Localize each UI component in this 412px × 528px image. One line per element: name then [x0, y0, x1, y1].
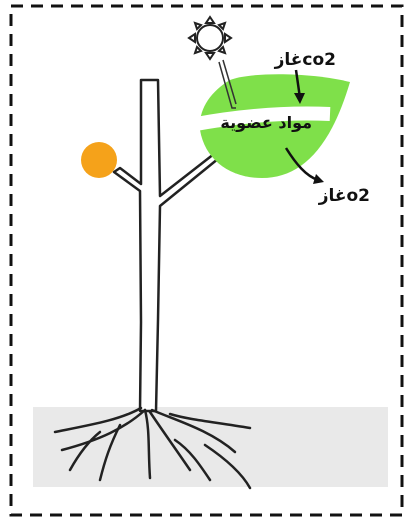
o2-arrowhead — [313, 174, 324, 184]
co2-arrowhead — [294, 93, 305, 104]
light-ray — [218, 61, 236, 109]
label-organic: مواد عضوية — [220, 113, 312, 132]
light-ray-2 — [222, 59, 237, 105]
fruit-icon — [81, 142, 117, 178]
dashed-border — [9, 4, 404, 517]
label-co2: غازco2 — [274, 50, 336, 70]
leaf-band — [194, 106, 331, 131]
sun-icon — [187, 15, 233, 61]
label-o2: غازo2 — [318, 186, 370, 206]
ground — [33, 407, 388, 487]
roots — [53, 406, 252, 490]
leaf — [199, 74, 350, 178]
